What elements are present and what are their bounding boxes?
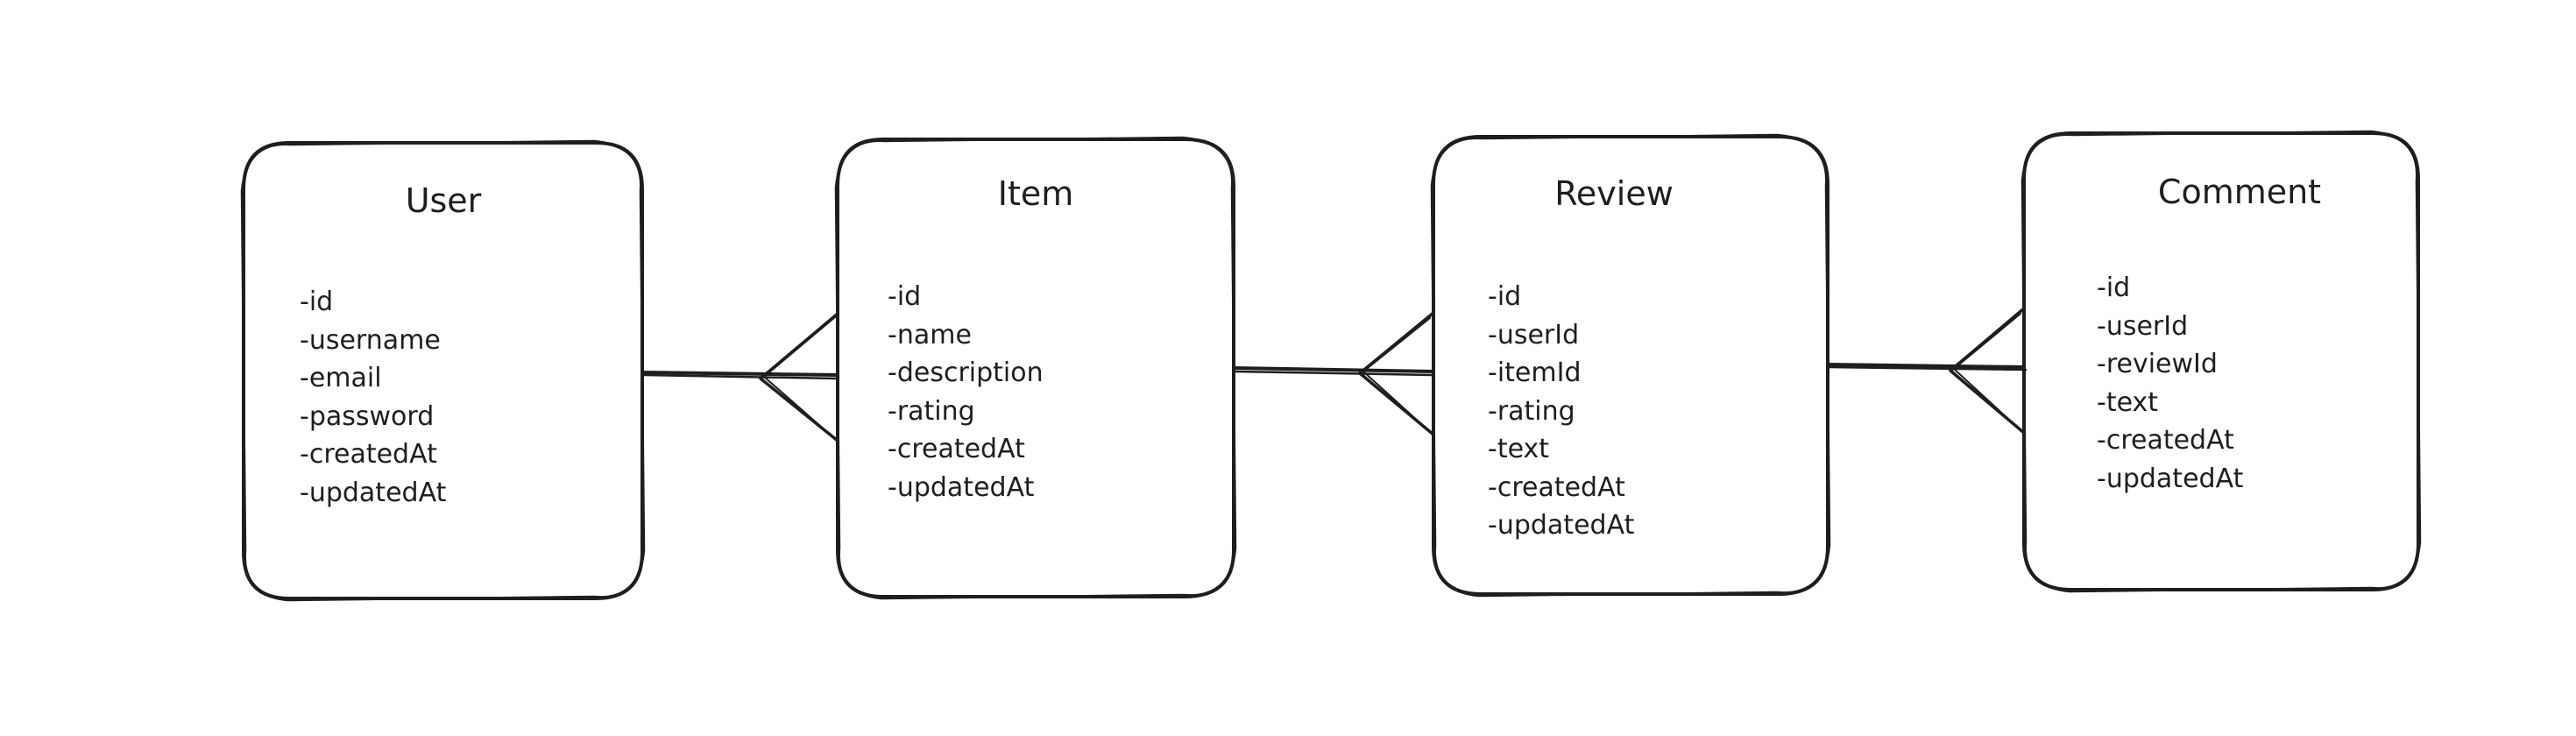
- comment-field-list: -id -userId -reviewId -text -createdAt -…: [2097, 269, 2243, 498]
- review-field: -userId: [1488, 319, 1580, 350]
- comment-entity-box[interactable]: [2020, 130, 2422, 593]
- review-field: -text: [1488, 434, 1550, 464]
- user-field: -createdAt: [300, 439, 437, 470]
- review-field: -id: [1488, 281, 1522, 312]
- user-entity-title: User: [405, 181, 482, 220]
- item-field-list: -id -name -description -rating -createdA…: [888, 278, 1044, 506]
- user-field: -email: [300, 363, 382, 393]
- user-field: -id: [300, 287, 334, 317]
- user-item-connector[interactable]: [640, 312, 839, 442]
- review-field: -updatedAt: [1488, 510, 1635, 541]
- comment-field: -createdAt: [2097, 425, 2234, 456]
- item-field: -id: [888, 281, 922, 312]
- comment-entity-title: Comment: [2157, 173, 2322, 211]
- item-field: -createdAt: [888, 434, 1025, 464]
- comment-field: -userId: [2097, 310, 2189, 342]
- comment-field: -updatedAt: [2097, 463, 2244, 494]
- item-entity-title: Item: [997, 174, 1074, 213]
- item-field: -description: [888, 357, 1044, 388]
- comment-field: -reviewId: [2097, 349, 2218, 379]
- review-comment-connector[interactable]: [1826, 307, 2028, 435]
- item-review-connector[interactable]: [1232, 311, 1435, 436]
- item-field: -updatedAt: [888, 471, 1035, 503]
- item-entity-box[interactable]: [834, 136, 1237, 600]
- user-entity-box[interactable]: [240, 139, 646, 602]
- comment-field: -text: [2097, 386, 2159, 418]
- user-field-list: -id -username -email -password -createdA…: [300, 283, 446, 512]
- user-field: -updatedAt: [300, 477, 447, 508]
- review-field: -rating: [1488, 395, 1575, 427]
- review-field: -createdAt: [1488, 471, 1625, 503]
- review-entity-title: Review: [1554, 174, 1674, 213]
- review-field: -itemId: [1488, 357, 1582, 388]
- item-field: -rating: [888, 395, 975, 427]
- user-field: -password: [300, 400, 435, 432]
- comment-field: -id: [2097, 272, 2131, 303]
- review-field-list: -id -userId -itemId -rating -text -creat…: [1488, 278, 1634, 545]
- review-entity-box[interactable]: [1430, 133, 1831, 598]
- user-field: -username: [300, 324, 441, 356]
- item-field: -name: [888, 319, 972, 350]
